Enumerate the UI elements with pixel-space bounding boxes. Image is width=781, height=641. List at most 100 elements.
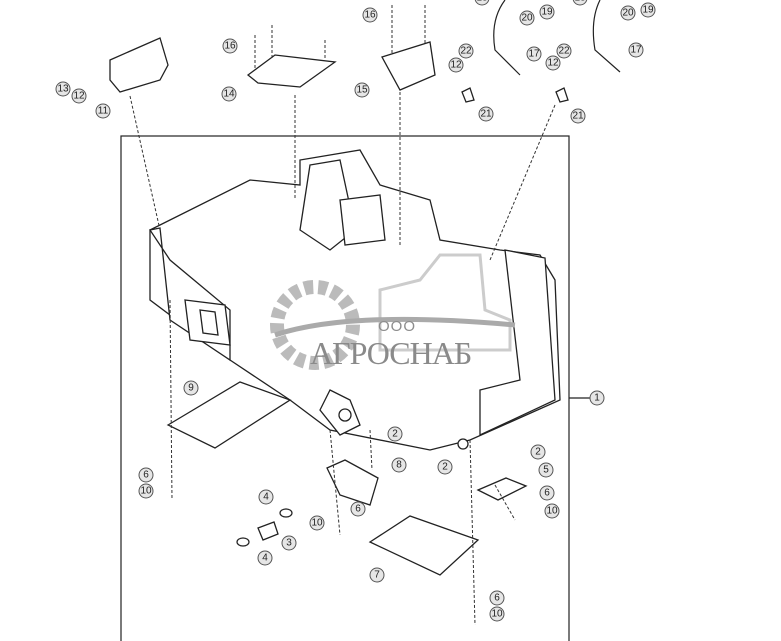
svg-text:5: 5	[543, 465, 549, 476]
callout-4: 4	[258, 489, 274, 505]
field-swoosh	[274, 316, 516, 338]
callout-21: 21	[478, 106, 494, 122]
callout-6: 6	[350, 501, 366, 517]
svg-text:17: 17	[630, 45, 642, 56]
svg-text:1: 1	[594, 393, 600, 404]
plate-7	[368, 515, 480, 576]
callout-6: 6	[489, 590, 505, 606]
callout-19: 19	[640, 2, 656, 18]
cover-8	[326, 459, 379, 506]
svg-text:12: 12	[450, 60, 462, 71]
svg-text:13: 13	[57, 84, 69, 95]
callout-5: 5	[538, 462, 554, 478]
watermark-name: АГРОСНАБ	[310, 335, 472, 371]
svg-text:21: 21	[572, 111, 584, 122]
callout-1: 1	[589, 390, 605, 406]
bushing-3	[257, 521, 279, 541]
svg-text:12: 12	[547, 58, 559, 69]
svg-text:11: 11	[98, 106, 109, 117]
watermark-prefix: ООО	[378, 318, 417, 335]
svg-text:6: 6	[143, 470, 149, 481]
callout-16: 16	[222, 38, 238, 54]
svg-text:15: 15	[356, 85, 368, 96]
watermark-logo	[270, 253, 516, 370]
assembly-lines	[129, 5, 556, 626]
svg-text:10: 10	[140, 486, 152, 497]
callout-2: 2	[437, 459, 453, 475]
callout-12: 12	[448, 57, 464, 73]
svg-text:16: 16	[224, 41, 236, 52]
svg-text:12: 12	[73, 91, 85, 102]
callout-12: 12	[545, 55, 561, 71]
ring-4a	[279, 508, 293, 518]
svg-text:6: 6	[544, 488, 550, 499]
callout-13: 13	[55, 81, 71, 97]
svg-text:9: 9	[188, 383, 194, 394]
callouts: 1816201918201916221722171312111415121221…	[55, 0, 656, 622]
hose-18b	[592, 0, 621, 73]
svg-text:6: 6	[494, 593, 500, 604]
callout-17: 17	[526, 46, 542, 62]
svg-text:10: 10	[491, 609, 503, 620]
svg-text:22: 22	[460, 46, 472, 57]
svg-text:20: 20	[622, 8, 634, 19]
callout-14: 14	[221, 86, 237, 102]
callout-19: 19	[539, 4, 555, 20]
assembly-frame	[120, 135, 570, 641]
svg-text:10: 10	[546, 506, 558, 517]
callout-11: 11	[95, 103, 111, 119]
callout-16: 16	[362, 7, 378, 23]
svg-text:20: 20	[521, 13, 533, 24]
callout-8: 8	[391, 457, 407, 473]
main-housing	[148, 149, 561, 451]
callout-12: 12	[71, 88, 87, 104]
svg-text:10: 10	[311, 518, 323, 529]
callout-6: 6	[138, 467, 154, 483]
svg-text:6: 6	[355, 504, 361, 515]
svg-text:8: 8	[396, 460, 402, 471]
callout-6: 6	[539, 485, 555, 501]
callout-10: 10	[138, 483, 154, 499]
gear-icon	[270, 280, 360, 370]
callout-18: 18	[474, 0, 490, 6]
callout-20: 20	[519, 10, 535, 26]
svg-text:21: 21	[480, 109, 492, 120]
callout-9: 9	[183, 380, 199, 396]
bracket-21a	[461, 87, 475, 103]
callout-18: 18	[572, 0, 588, 6]
svg-text:4: 4	[263, 492, 269, 503]
hose-18a	[493, 0, 521, 76]
svg-text:19: 19	[541, 7, 553, 18]
svg-text:19: 19	[642, 5, 654, 16]
cover-9	[166, 381, 292, 449]
svg-text:18: 18	[574, 0, 586, 4]
cover-5	[476, 477, 528, 501]
svg-text:14: 14	[223, 89, 235, 100]
svg-text:4: 4	[262, 553, 268, 564]
callout-3: 3	[281, 535, 297, 551]
plate-15	[381, 41, 436, 91]
svg-text:3: 3	[286, 538, 292, 549]
callout-22: 22	[458, 43, 474, 59]
svg-text:17: 17	[528, 49, 540, 60]
callout-2: 2	[387, 426, 403, 442]
svg-text:7: 7	[374, 570, 380, 581]
cover-11	[109, 37, 169, 93]
harvester-icon	[378, 253, 512, 352]
svg-text:2: 2	[535, 447, 541, 458]
callout-10: 10	[489, 606, 505, 622]
svg-text:2: 2	[392, 429, 398, 440]
plate-14	[246, 54, 337, 88]
callout-2: 2	[530, 444, 546, 460]
callout-22: 22	[556, 43, 572, 59]
callout-15: 15	[354, 82, 370, 98]
svg-text:18: 18	[476, 0, 488, 4]
bracket-21b	[555, 87, 569, 103]
svg-text:16: 16	[364, 10, 376, 21]
ring-4b	[236, 537, 250, 547]
callout-7: 7	[369, 567, 385, 583]
svg-text:2: 2	[442, 462, 448, 473]
callout-17: 17	[628, 42, 644, 58]
callout-10: 10	[309, 515, 325, 531]
